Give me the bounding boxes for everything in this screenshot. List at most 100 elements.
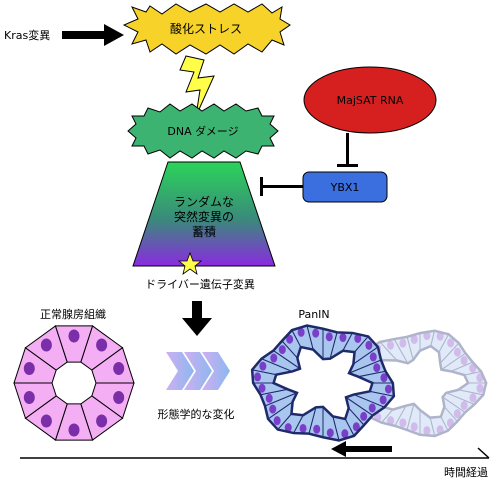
majsat-inhibition-line [337,133,358,167]
panin-cell [379,338,409,365]
panin-nucleus [352,422,360,432]
panin-cell [380,404,408,427]
acinar-nucleus [96,414,108,428]
normal-tissue-label: 正常腺房組織 [40,307,106,321]
kras-arrow [62,24,124,46]
panin-nucleus [410,422,418,432]
panin-nucleus [325,332,333,342]
panin-nucleus [436,331,444,341]
panin-nucleus [369,352,377,362]
down-arrow [182,301,212,336]
panin-nucleus [360,411,368,421]
acinar-nucleus [68,329,80,343]
panin-nucleus [384,384,392,394]
majsat-rna-node [303,66,437,134]
panin-cell [394,403,415,431]
panin-nucleus [374,412,382,422]
panin-direction-arrow [331,441,392,457]
panin-nucleus [368,403,376,413]
acinar-nucleus [113,391,125,405]
panin-nucleus [339,333,347,343]
panin-nucleus [379,395,387,405]
panin-lesion [250,324,396,442]
panin-nucleus [373,363,381,373]
panin-nucleus [254,372,262,382]
driver-mutation-label: ドライバー遺伝子変異 [145,277,255,291]
panin-cell [457,382,487,396]
panin-label: PanIN [298,308,329,321]
panin-outline [250,324,396,442]
acinar-nucleus [40,338,52,352]
panin-cell [440,352,474,372]
panin-lumen [272,345,374,421]
mutation-label-line2: 突然変異の [174,209,234,224]
morphology-chevrons [166,352,230,390]
panin-cell [440,405,459,432]
panin-nucleus [436,425,444,435]
panin-nucleus [365,340,373,350]
acinar-nucleus [23,361,35,375]
oxidative-stress-label: 酸化ストレス [170,21,242,36]
ybx1-inhibition-line [260,177,303,196]
panin-nucleus [284,423,292,433]
acinar-cell [54,325,94,363]
acinar-nucleus [23,391,35,405]
panin-nucleus [423,331,431,341]
acinar-nucleus [68,423,80,437]
acinar-nucleus [96,338,108,352]
acinar-nucleus [40,414,52,428]
panin-nucleus [299,423,307,433]
panin-nucleus [460,400,468,410]
mutation-label-line3: 蓄積 [192,224,216,239]
panin-nucleus [453,409,461,419]
driver-star-icon [177,251,203,275]
panin-cell [393,336,414,365]
panin-cell [419,408,436,437]
panin-nucleus [476,383,484,393]
panin-nucleus [380,373,388,383]
panin-nucleus [341,429,349,439]
panin-nucleus [410,334,418,344]
panin-cell [441,395,466,423]
panin-nucleus [326,428,334,438]
panin-nucleus [265,393,273,403]
panin-cell [444,389,485,406]
panin-nucleus [270,353,278,363]
panin-nucleus [273,416,281,426]
panin-nucleus [387,416,395,426]
panin-cell [406,402,421,436]
panin-lesion-faded [359,329,488,438]
ybx1-label: YBX1 [330,181,360,194]
panin-nucleus [312,328,320,338]
panin-nucleus [453,347,461,357]
panin-nucleus [447,338,455,348]
panin-nucleus [423,426,431,436]
panin-nucleus [386,340,394,350]
panin-cell [430,330,450,354]
panin-cell [406,332,421,362]
panin-nucleus [258,383,266,393]
panin-cell [439,342,467,371]
lightning-icon [179,55,215,117]
panin-nucleus [313,424,321,434]
panin-nucleus [460,356,468,366]
panin-nucleus [269,404,277,414]
panin-nucleus [476,373,484,383]
panin-nucleus [446,418,454,428]
oxidative-stress-burst [122,3,291,55]
panin-cell [449,361,483,376]
panin-cell [441,392,476,414]
panin-nucleus [399,338,407,348]
panin-nucleus [469,363,477,373]
majsat-rna-label: MajSAT RNA [337,94,404,107]
time-axis [20,447,490,459]
panin-nucleus [259,361,267,371]
panin-nucleus [354,333,362,343]
panin-nucleus [399,418,407,428]
panin-nucleus [297,327,305,337]
kras-label: Kras変異 [4,28,50,42]
panin-cell [419,330,436,352]
panin-cell [438,333,460,365]
mutation-label-line1: ランダムな [174,194,234,209]
